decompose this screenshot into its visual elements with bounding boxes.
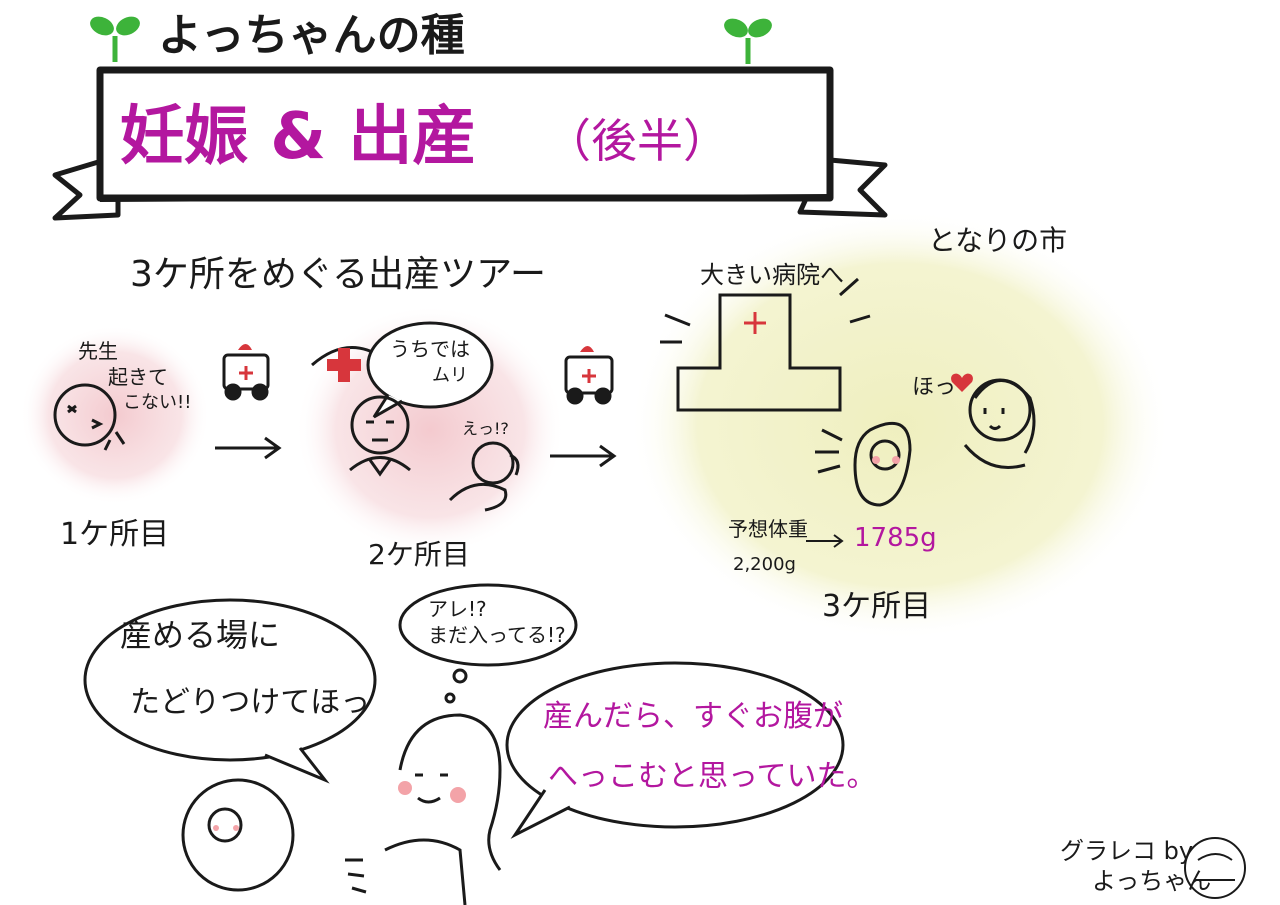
heart-icon	[951, 373, 973, 392]
relief-bubble-line2: たどりつけてほっ	[130, 685, 371, 720]
swaddled-baby-icon	[815, 421, 912, 507]
arrow-icon	[806, 534, 844, 548]
relief-speech-bubble	[83, 598, 377, 784]
arrow-icon	[550, 444, 617, 468]
thought-line1: アレ!?	[428, 597, 487, 621]
sprout-icon	[724, 18, 772, 64]
thought-line2: まだ入ってる!?	[428, 623, 566, 647]
stop3-actual-weight: 1785g	[854, 523, 937, 553]
stop2-speech-line2: ムリ	[432, 365, 468, 386]
pregnant-woman-icon	[448, 441, 520, 512]
thought-speech-bubble	[505, 661, 845, 839]
ambulance-icon	[222, 344, 270, 401]
title-subtitle: （後半）	[545, 114, 729, 168]
stop1-caption: 1ケ所目	[60, 517, 170, 552]
stop3-weight-label-line2: 2,200g	[733, 554, 796, 575]
stop2-speech-line1: うちでは	[390, 337, 470, 361]
arrow-icon	[215, 436, 282, 460]
mother-icon	[345, 713, 502, 905]
speech-line2: へっこむと思っていた。	[548, 759, 877, 794]
stop1-speech-line2: 起きて	[108, 365, 168, 389]
stop3-weight-label-line1: 予想体重	[728, 517, 808, 541]
doctor-speech-bubble	[366, 321, 494, 419]
worried-person-icon	[53, 383, 126, 451]
main-title: 妊娠 & 出産	[120, 100, 477, 174]
stop2-caption: 2ケ所目	[368, 538, 470, 571]
title-ribbon	[52, 66, 888, 221]
thought-bubble	[398, 583, 578, 704]
stop2-reaction: えっ!?	[462, 419, 509, 438]
series-title: よっちゃんの種	[158, 10, 465, 61]
signature-line2: よっちゃん	[1092, 867, 1212, 895]
stop1-speech-line3: こない!!	[123, 392, 192, 413]
ambulance-icon	[564, 346, 614, 405]
relieved-woman-icon	[963, 378, 1036, 469]
stop1-speech-line1: 先生	[78, 339, 118, 363]
big-hospital-icon	[660, 277, 871, 412]
baby-bubble-icon	[181, 778, 295, 892]
signature-line1: グラレコ by	[1060, 837, 1194, 865]
stop3-caption: 3ケ所目	[822, 589, 932, 624]
pink-glow-stop2	[295, 305, 565, 555]
stop3-relief: ほっ	[912, 375, 957, 400]
signature-stamp	[1184, 837, 1246, 899]
stop3-hospital-label: 大きい病院へ	[700, 261, 844, 289]
stop3-city-label: となりの市	[928, 224, 1068, 257]
relief-bubble-line1: 産める場に	[120, 616, 281, 654]
speech-line1: 産んだら、すぐお腹が	[543, 699, 843, 734]
sprout-icon	[90, 16, 140, 62]
doctor-icon	[349, 395, 411, 477]
tour-title: 3ケ所をめぐる出産ツアー	[130, 254, 547, 295]
